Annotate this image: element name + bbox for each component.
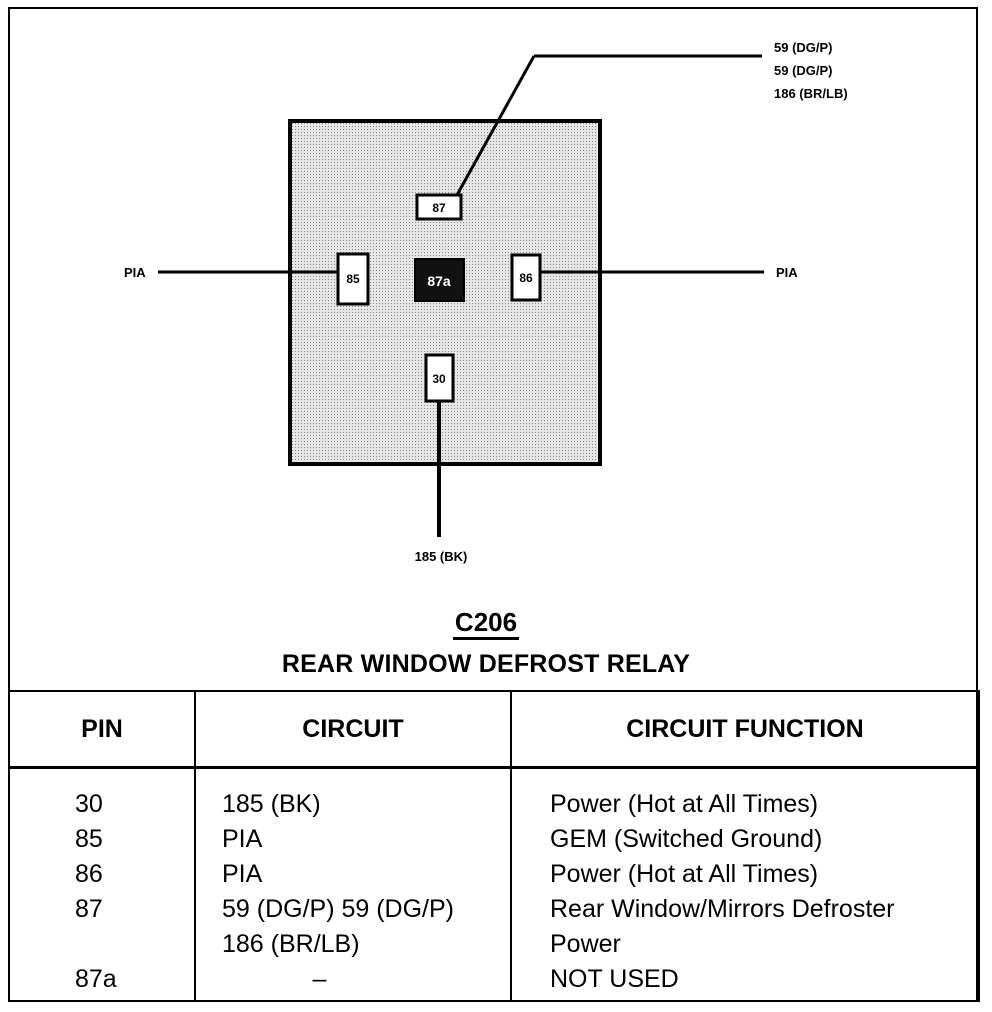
wire-87-label-1: 59 (DG/P): [774, 40, 833, 55]
connector-title-block: C206 REAR WINDOW DEFROST RELAY: [10, 607, 962, 679]
table-cell-function: Power: [550, 930, 621, 958]
table-cell-function: NOT USED: [550, 965, 679, 993]
table-cell-circuit: –: [312, 965, 327, 993]
function-column: Power (Hot at All Times) GEM (Switched G…: [510, 767, 980, 1002]
table-header-row: PIN CIRCUIT CIRCUIT FUNCTION: [8, 690, 980, 769]
header-circuit: CIRCUIT: [194, 690, 512, 769]
pinout-table: PIN CIRCUIT CIRCUIT FUNCTION 30 85 86 87…: [8, 690, 980, 1002]
pin-30-label: 30: [432, 372, 446, 386]
pin-87a-cavity: [414, 258, 465, 302]
table-cell-function: GEM (Switched Ground): [550, 825, 823, 853]
figure-frame: 87 85 87a 86 30 59 (DG/P) 59 (DG/P) 186 …: [8, 7, 978, 1002]
table-cell-function: Power (Hot at All Times): [550, 790, 819, 818]
pin-87-label: 87: [432, 201, 446, 215]
table-cell-pin: 86: [75, 860, 103, 888]
connector-id: C206: [452, 607, 520, 640]
table-body: 30 85 86 87 87a 185 (BK) PIA PIA 59 (DG/…: [8, 767, 980, 1002]
pin-87-cavity: [415, 193, 463, 221]
pin-column: 30 85 86 87 87a: [8, 767, 196, 1002]
table-cell-pin: 87a: [75, 965, 117, 993]
table-cell-function: Power (Hot at All Times): [550, 860, 819, 888]
pin-85-label: 85: [346, 272, 360, 286]
table-cell-circuit: PIA: [222, 825, 263, 853]
table-cell-pin: 87: [75, 895, 103, 923]
wire-30-label: 185 (BK): [415, 549, 468, 564]
table-cell-pin: 30: [75, 790, 103, 818]
table-cell-circuit: 186 (BR/LB): [222, 930, 360, 958]
connector-name: REAR WINDOW DEFROST RELAY: [281, 650, 691, 678]
header-pin: PIN: [8, 690, 196, 769]
table-cell-function: Rear Window/Mirrors Defroster: [550, 895, 895, 923]
pin-86-label: 86: [519, 271, 533, 285]
circuit-column: 185 (BK) PIA PIA 59 (DG/P) 59 (DG/P) 186…: [194, 767, 512, 1002]
pin-85-cavity: [336, 252, 370, 306]
wire-87-label-2: 59 (DG/P): [774, 63, 833, 78]
table-cell-pin: [11, 927, 193, 962]
header-function: CIRCUIT FUNCTION: [510, 690, 980, 769]
table-cell-circuit: PIA: [222, 860, 263, 888]
table-cell-circuit: 59 (DG/P) 59 (DG/P): [222, 895, 454, 923]
pin-86-cavity: [510, 253, 542, 302]
pin-87a-label: 87a: [427, 273, 451, 289]
pin-30-cavity: [424, 353, 455, 403]
wire-86-label: PIA: [776, 265, 798, 280]
wire-87-label-3: 186 (BR/LB): [774, 86, 848, 101]
table-cell-circuit: 185 (BK): [222, 790, 321, 818]
wire-85-label: PIA: [124, 265, 146, 280]
table-cell-pin: 85: [75, 825, 103, 853]
relay-diagram: 87 85 87a 86 30 59 (DG/P) 59 (DG/P) 186 …: [124, 40, 848, 564]
wire-87: [455, 55, 536, 196]
